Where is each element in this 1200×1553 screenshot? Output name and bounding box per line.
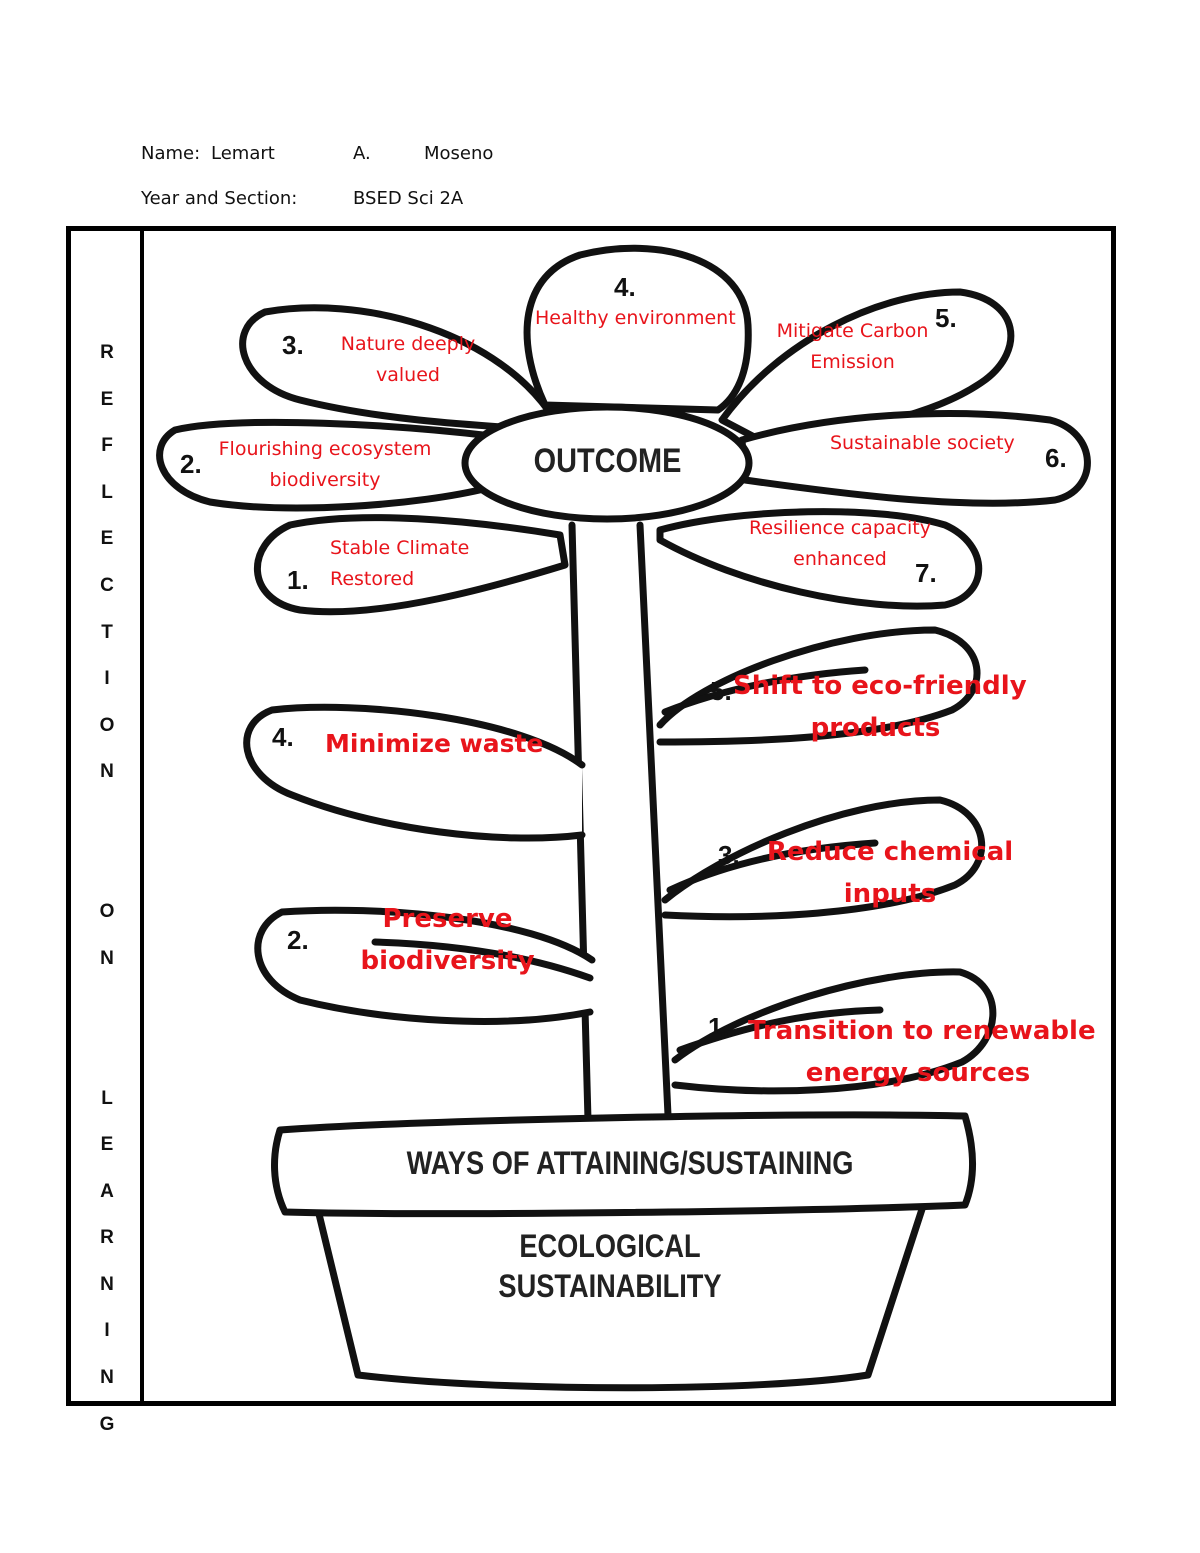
leaf-4-label: Minimize waste [325, 723, 543, 765]
pot-body-line1: ECOLOGICAL [519, 1228, 701, 1264]
petal-5-line1: Mitigate Carbon [776, 320, 929, 342]
leaf-1-shape [671, 968, 997, 1095]
leaf-1-line2: energy sources [805, 1058, 1031, 1088]
leaf-4-shape [243, 703, 586, 842]
last-name: Moseno [424, 143, 494, 164]
leaf-3-line1: Reduce chemical [766, 837, 1014, 867]
petal-1-number: 1. [287, 565, 309, 595]
leaf-5-number: 5. [710, 676, 732, 706]
side-title-letter: N [100, 761, 114, 783]
frame-divider [140, 226, 144, 1406]
side-title-letter: N [100, 947, 114, 969]
leaf-2-line2: biodiversity [360, 946, 535, 976]
leaf-1-label: Transition to renewable energy sources [748, 1010, 1096, 1094]
petal-3-shape [239, 304, 552, 434]
section-label: Year and Section: [141, 188, 298, 209]
petal-7-label: Resilience capacity enhanced [740, 513, 940, 575]
petal-3-line2: valued [376, 364, 440, 386]
petal-2-shape [156, 418, 496, 512]
leaf-2-label: Preserve biodiversity [350, 898, 545, 982]
leaf-5-line2: products [810, 713, 941, 743]
leaf-5-label: Shift to eco-friendly products [733, 665, 1027, 749]
leaf-5-vein [661, 666, 869, 716]
petal-5-label: Mitigate Carbon Emission [770, 316, 935, 378]
leaf-3-number: 3. [718, 840, 740, 870]
petal-4-line1: Healthy environment [535, 307, 736, 329]
pot-rim [271, 1111, 976, 1218]
petal-4-number: 4. [614, 272, 636, 302]
leaf-2-number: 2. [287, 925, 309, 955]
petal-3-line1: Nature deeply [340, 333, 476, 355]
side-title-letter: R [100, 342, 114, 363]
leaf-2-vein [371, 938, 594, 982]
petal-6-shape [738, 410, 1091, 507]
side-title-letter: I [104, 668, 110, 690]
side-title-letter: C [100, 574, 114, 596]
name-label: Name: [141, 143, 201, 164]
side-title-letter: N [100, 1273, 114, 1295]
side-title-letter: L [101, 1087, 113, 1109]
pot-rim-label: WAYS OF ATTAINING/SUSTAINING [406, 1145, 854, 1181]
leaf-1-line1: Transition to renewable [748, 1016, 1096, 1046]
side-title-letter: E [100, 528, 114, 550]
leaf-3-line2: inputs [843, 879, 937, 909]
leaf-5-shape [656, 626, 981, 746]
petal-7-line2: enhanced [793, 548, 887, 570]
petal-3-number: 3. [282, 330, 304, 360]
outcome-center [461, 403, 753, 523]
leaf-4-line1: Minimize waste [325, 729, 544, 758]
pot-body-line2: SUSTAINABILITY [498, 1268, 722, 1304]
petal-6-line1: Sustainable society [830, 432, 1015, 454]
pot-body [314, 1196, 929, 1392]
petal-2-line1: Flourishing ecosystem [218, 438, 432, 460]
leaf-1-number: 1. [708, 1012, 730, 1042]
worksheet-frame [66, 226, 1116, 1406]
leaf-1-vein [676, 1006, 884, 1054]
petal-2-number: 2. [180, 449, 202, 479]
petal-7-shape [656, 508, 983, 610]
side-title-letter: F [101, 435, 113, 457]
side-title-letter: O [99, 714, 115, 736]
petal-7-number: 7. [915, 558, 937, 588]
leaf-2-shape [254, 906, 596, 1025]
petal-5-line2: Emission [810, 351, 895, 373]
stem [568, 521, 672, 1124]
leaf-3-vein [666, 839, 879, 894]
side-title-letter: R [100, 1227, 114, 1249]
side-title-letter: A [100, 1180, 114, 1202]
leaf-3-label: Reduce chemical inputs [765, 831, 1015, 915]
petal-4-label: Healthy environment [535, 303, 736, 334]
section-value: BSED Sci 2A [353, 188, 464, 209]
middle-initial: A. [353, 143, 371, 164]
leaf-4-number: 4. [272, 722, 294, 752]
side-title-letter: G [99, 1413, 115, 1435]
leaf-5-line1: Shift to eco-friendly [733, 671, 1027, 701]
side-title-letter: I [104, 1320, 110, 1342]
petal-3-label: Nature deeply valued [330, 329, 486, 391]
side-title-letter: T [101, 621, 113, 643]
side-title-letter: O [99, 901, 115, 923]
petal-2-label: Flourishing ecosystem biodiversity [210, 434, 440, 496]
side-title-letter: E [100, 388, 114, 410]
side-title-letter: N [100, 1367, 114, 1389]
first-name: Lemart [211, 143, 275, 164]
leaf-3-shape [661, 796, 986, 921]
petal-1-label: Stable Climate Restored [330, 533, 469, 595]
petal-6-number: 6. [1045, 443, 1067, 473]
side-title-letter: L [101, 481, 113, 503]
petal-4-shape [523, 244, 752, 414]
petal-1-shape [253, 514, 569, 616]
leaf-2-line1: Preserve [382, 904, 513, 934]
petal-7-line1: Resilience capacity [749, 517, 931, 539]
side-title: R E F L E C T I O N O N L E A R N I N G [96, 330, 118, 1448]
petal-5-number: 5. [935, 303, 957, 333]
side-title-letter: E [100, 1134, 114, 1156]
petal-1-line2: Restored [330, 568, 415, 590]
petal-1-line1: Stable Climate [330, 537, 470, 559]
petal-2-line2: biodiversity [269, 469, 381, 491]
petal-6-label: Sustainable society [830, 428, 1015, 459]
outcome-label: OUTCOME [533, 442, 682, 480]
